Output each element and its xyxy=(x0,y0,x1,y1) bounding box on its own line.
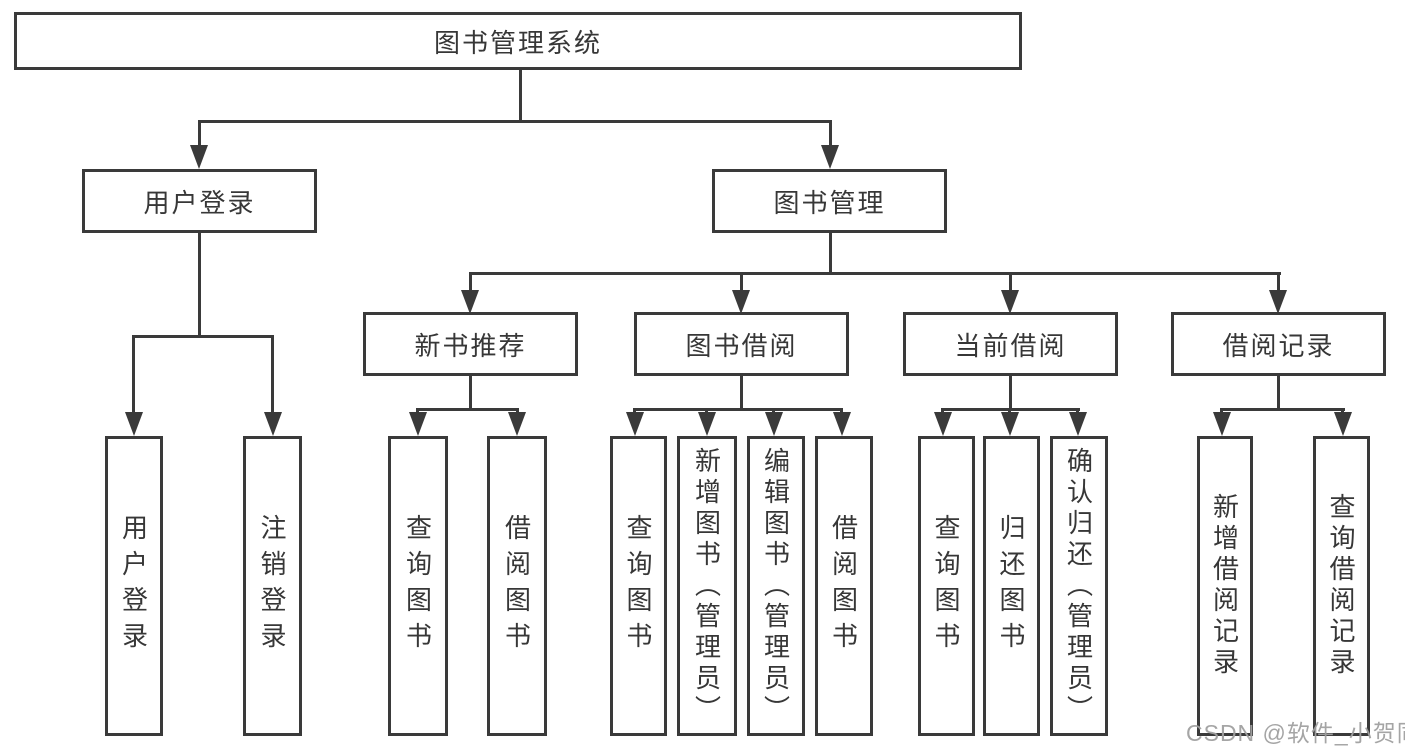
node-root: 图书管理系统 xyxy=(14,12,1022,70)
connector-stem-leaf-logout xyxy=(271,335,274,414)
node-user-login: 用户登录 xyxy=(82,169,317,233)
node-book-borrowing-label: 图书借阅 xyxy=(685,330,798,361)
node-root-label: 图书管理系统 xyxy=(433,27,602,58)
leaf-confirm-return-admin-label: 确认归还（管理员） xyxy=(1063,446,1094,726)
arrowhead-nb-borrow xyxy=(508,412,526,436)
connector-stem-book-borrow xyxy=(740,272,743,292)
leaf-logout: 注销登录 xyxy=(243,436,302,736)
connector-bookborrow-bus xyxy=(633,408,843,411)
arrowhead-user-login xyxy=(190,145,208,169)
node-borrowing-records: 借阅记录 xyxy=(1171,312,1386,376)
leaf-query-books-2: 查询图书 xyxy=(610,436,667,736)
connector-stem-user-login xyxy=(198,120,201,148)
leaf-query-borrow-record: 查询借阅记录 xyxy=(1313,436,1370,736)
arrowhead-br-add xyxy=(1213,412,1231,436)
connector-borrowrec-bus xyxy=(1220,408,1345,411)
leaf-confirm-return-admin: 确认归还（管理员） xyxy=(1050,436,1108,736)
arrowhead-new-books xyxy=(461,290,479,314)
leaf-logout-label: 注销登录 xyxy=(257,514,287,658)
leaf-borrow-books-1-label: 借阅图书 xyxy=(501,514,532,658)
arrowhead-cb-return xyxy=(1001,412,1019,436)
arrowhead-leaf-logout xyxy=(264,412,282,436)
arrowhead-bb-borrow xyxy=(833,412,851,436)
connector-stem-book-mgmt xyxy=(829,120,832,148)
leaf-edit-books-admin: 编辑图书（管理员） xyxy=(747,436,805,736)
watermark: CSDN @软件_小贺同学 xyxy=(1186,720,1405,746)
node-new-book-recommend-label: 新书推荐 xyxy=(414,330,527,361)
leaf-query-books-1: 查询图书 xyxy=(388,436,448,736)
leaf-query-books-1-label: 查询图书 xyxy=(402,514,433,658)
node-user-login-label: 用户登录 xyxy=(143,187,256,218)
arrowhead-cb-confirm xyxy=(1069,412,1087,436)
connector-bookmgmt-stem xyxy=(829,233,832,272)
arrowhead-nb-query xyxy=(409,412,427,436)
arrowhead-book-mgmt xyxy=(821,145,839,169)
node-borrowing-records-label: 借阅记录 xyxy=(1222,330,1335,361)
leaf-query-books-2-label: 查询图书 xyxy=(623,514,653,658)
connector-userlogin-stem xyxy=(198,233,201,335)
leaf-add-borrow-record-label: 新增借阅记录 xyxy=(1209,493,1240,679)
arrowhead-book-borrow xyxy=(732,290,750,314)
connector-level2-bus xyxy=(469,272,1281,275)
arrowhead-cb-query xyxy=(934,412,952,436)
node-book-management-label: 图书管理 xyxy=(773,187,886,218)
leaf-user-login-label: 用户登录 xyxy=(118,514,149,658)
arrowhead-bb-query xyxy=(626,412,644,436)
connector-stem-leaf-login xyxy=(132,335,135,414)
arrowhead-borrow-records xyxy=(1269,290,1287,314)
connector-stem-new-books xyxy=(469,272,472,292)
arrowhead-bb-add xyxy=(698,412,716,436)
connector-root-stem xyxy=(519,70,522,120)
leaf-add-borrow-record: 新增借阅记录 xyxy=(1197,436,1253,736)
node-new-book-recommend: 新书推荐 xyxy=(363,312,578,376)
leaf-add-books-admin: 新增图书（管理员） xyxy=(677,436,737,736)
leaf-query-books-3: 查询图书 xyxy=(918,436,975,736)
arrowhead-current-borrow xyxy=(1001,290,1019,314)
arrowhead-leaf-login xyxy=(125,412,143,436)
leaf-edit-books-admin-label: 编辑图书（管理员） xyxy=(760,446,791,726)
node-book-management: 图书管理 xyxy=(712,169,947,233)
connector-newbook-stem xyxy=(469,376,472,408)
node-current-borrowing-label: 当前借阅 xyxy=(954,330,1067,361)
leaf-borrow-books-2-label: 借阅图书 xyxy=(828,514,859,658)
leaf-user-login: 用户登录 xyxy=(105,436,163,736)
leaf-return-books-label: 归还图书 xyxy=(996,514,1026,658)
node-book-borrowing: 图书借阅 xyxy=(634,312,849,376)
leaf-query-books-3-label: 查询图书 xyxy=(931,514,961,658)
connector-currentborrow-stem xyxy=(1009,376,1012,408)
connector-stem-borrow-records xyxy=(1277,272,1280,292)
connector-bookborrow-stem xyxy=(740,376,743,408)
leaf-query-borrow-record-label: 查询借阅记录 xyxy=(1326,493,1356,679)
leaf-return-books: 归还图书 xyxy=(983,436,1040,736)
leaf-add-books-admin-label: 新增图书（管理员） xyxy=(691,446,722,726)
leaf-borrow-books-1: 借阅图书 xyxy=(487,436,547,736)
connector-borrowrec-stem xyxy=(1277,376,1280,408)
connector-stem-current-borrow xyxy=(1009,272,1012,292)
connector-level1-bus xyxy=(198,120,832,123)
node-current-borrowing: 当前借阅 xyxy=(903,312,1118,376)
connector-newbook-bus xyxy=(416,408,519,411)
connector-userlogin-bus xyxy=(132,335,274,338)
arrowhead-br-query xyxy=(1334,412,1352,436)
arrowhead-bb-edit xyxy=(765,412,783,436)
leaf-borrow-books-2: 借阅图书 xyxy=(815,436,873,736)
